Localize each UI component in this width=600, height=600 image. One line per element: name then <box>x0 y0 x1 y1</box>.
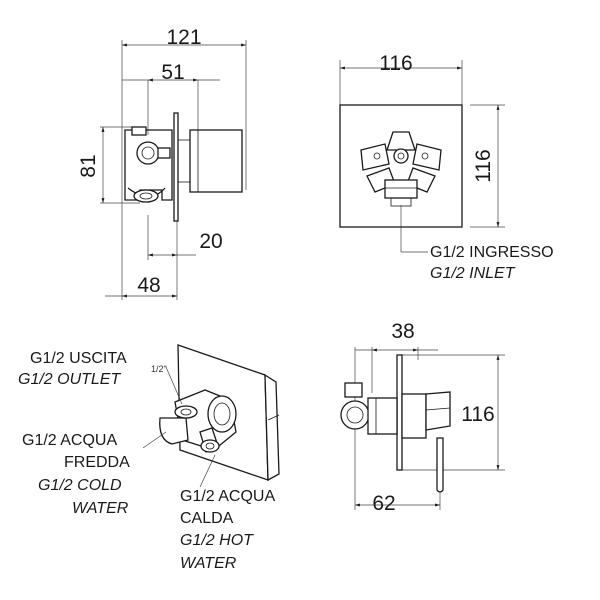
dim-right-total-depth: 62 <box>372 492 395 515</box>
iso-plate-dim: 1/2" <box>151 364 167 374</box>
label-cold-en-2: WATER <box>72 500 129 517</box>
dim-side-body-depth: 48 <box>137 274 160 297</box>
side-view: 121 51 81 20 48 <box>77 26 247 300</box>
label-outlet-it: G1/2 USCITA <box>30 350 127 367</box>
label-hot-it-1: G1/2 ACQUA <box>180 488 275 505</box>
front-view: 116 116 G1/2 INGRESSO G1/2 INLET <box>339 52 554 282</box>
label-inlet-it: G1/2 INGRESSO <box>430 244 554 261</box>
label-hot-it-2: CALDA <box>180 510 234 527</box>
dim-side-plate-offset: 20 <box>199 230 222 253</box>
dim-right-handle-depth: 38 <box>391 320 414 343</box>
dim-front-width: 116 <box>379 52 412 75</box>
dim-side-total-width: 121 <box>166 26 201 49</box>
label-outlet-en: G1/2 OUTLET <box>18 371 121 388</box>
label-cold-en-1: G1/2 COLD <box>38 477 122 494</box>
right-view: 38 116 62 <box>340 320 505 515</box>
label-inlet-en: G1/2 INLET <box>430 265 516 282</box>
label-hot-en-2: WATER <box>180 555 237 572</box>
dim-front-height: 116 <box>472 149 495 182</box>
label-hot-en-1: G1/2 HOT <box>180 532 254 549</box>
dim-right-height: 116 <box>461 403 494 426</box>
iso-view: 1/2" G1/2 USCITA G1/2 OUTLET G1/2 ACQUA … <box>18 344 280 572</box>
label-cold-it-2: FREDDA <box>64 454 130 471</box>
label-cold-it-1: G1/2 ACQUA <box>22 432 117 449</box>
dim-side-height: 81 <box>77 154 100 177</box>
dim-side-inner-width: 51 <box>161 61 184 84</box>
